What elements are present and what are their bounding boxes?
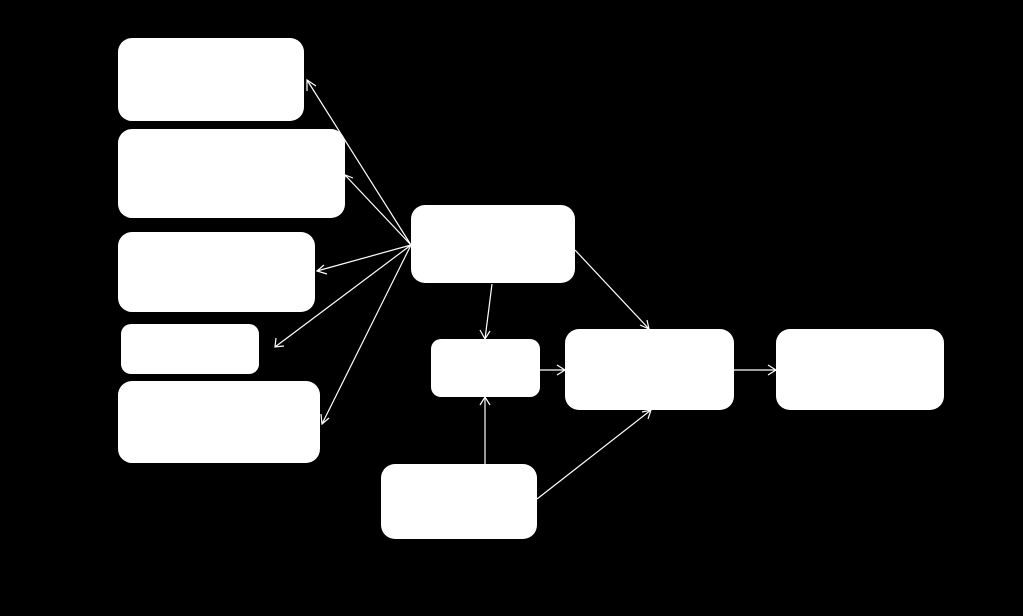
node-bottom-box: [381, 464, 537, 539]
edge-hub-to-left-box-4: [274, 244, 412, 348]
node-left-box-1: [118, 38, 304, 121]
edge-hub-to-left-box-3: [315, 244, 412, 275]
edge-center-right-to-far-right-box: [734, 364, 778, 376]
edge-hub-to-center-right-box: [574, 249, 650, 331]
node-left-box-2: [118, 129, 345, 218]
edge-hub-to-left-box-1: [306, 78, 412, 246]
node-center-right-box: [565, 329, 734, 410]
edge-bottom-to-center-right-box: [536, 409, 652, 500]
edge-hub-to-left-box-2: [343, 174, 412, 246]
node-left-box-4: [121, 324, 259, 374]
node-left-box-3: [118, 232, 315, 312]
node-small-center-box: [431, 339, 540, 397]
node-far-right-box: [776, 329, 944, 410]
edge-hub-to-small-center-box: [479, 283, 493, 341]
node-hub-box: [411, 205, 575, 283]
edge-bottom-to-small-center-box: [479, 395, 491, 464]
edge-hub-to-left-box-5: [320, 244, 412, 426]
node-left-box-5: [118, 381, 320, 463]
edge-small-center-to-center-right-box: [540, 364, 567, 376]
